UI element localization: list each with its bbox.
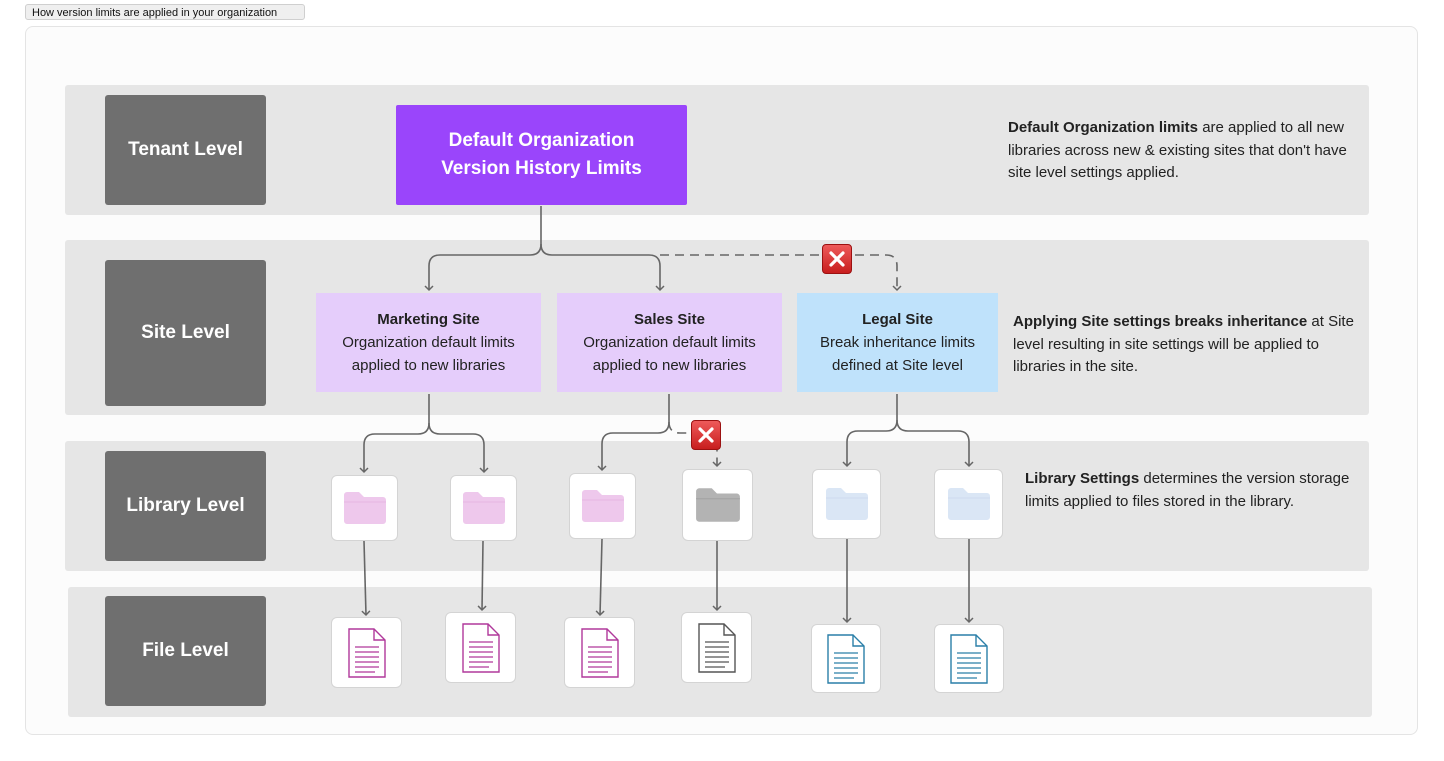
library-level-label: Library Level xyxy=(105,451,266,561)
library-description-bold: Library Settings xyxy=(1025,470,1140,487)
file-level-label: File Level xyxy=(105,596,266,706)
edge-legal-lib6 xyxy=(896,419,974,468)
root-line-2: Version History Limits xyxy=(441,158,642,179)
library-node xyxy=(331,475,398,541)
library-node xyxy=(450,475,517,541)
edge-root-sales xyxy=(540,243,665,292)
site-description-text: at Site level resulting in site settings… xyxy=(1013,313,1354,375)
library-node xyxy=(934,469,1003,539)
document-icon xyxy=(347,627,386,678)
folder-icon xyxy=(695,488,740,522)
sales-site-line-2: applied to new libraries xyxy=(592,357,747,374)
edge-sales-lib4-blocked xyxy=(668,421,722,468)
tenant-band xyxy=(65,85,1369,215)
marketing-site-line-1: Organization default limits xyxy=(342,334,515,351)
file-node xyxy=(934,624,1004,693)
legal-site-line-2: defined at Site level xyxy=(832,357,963,374)
edge-lib3-file3 xyxy=(595,538,605,617)
default-org-limits-box: Default Organization Version History Lim… xyxy=(396,105,687,205)
site-description-bold: Applying Site settings breaks inheritanc… xyxy=(1013,313,1308,330)
edge-root-legal-blocked xyxy=(660,254,902,292)
sales-site-line-1: Organization default limits xyxy=(583,334,756,351)
file-node xyxy=(811,624,881,693)
edge-lib2-file2 xyxy=(477,540,487,612)
file-node xyxy=(445,612,516,683)
folder-icon xyxy=(343,492,386,524)
document-icon xyxy=(461,622,500,673)
library-node xyxy=(812,469,881,539)
root-line-1: Default Organization xyxy=(448,130,635,151)
folder-icon xyxy=(581,490,624,522)
edge-marketing-lib1 xyxy=(359,394,430,474)
marketing-site-title: Marketing Site xyxy=(377,311,480,328)
file-node xyxy=(681,612,752,683)
site-description: Applying Site settings breaks inheritanc… xyxy=(1013,311,1358,379)
tenant-description-text: are applied to all new libraries across … xyxy=(1008,119,1347,181)
folder-icon xyxy=(947,488,990,520)
x-mark-icon xyxy=(822,244,852,274)
sales-site-title: Sales Site xyxy=(634,311,705,328)
legal-site-line-1: Break inheritance limits xyxy=(819,334,976,351)
tenant-description: Default Organization limits are applied … xyxy=(1008,117,1353,185)
document-icon xyxy=(827,633,865,684)
site-level-label: Site Level xyxy=(105,260,266,406)
tenant-description-bold: Default Organization limits xyxy=(1008,119,1199,136)
edge-sales-lib3 xyxy=(597,394,670,472)
edge-marketing-lib2 xyxy=(428,422,489,474)
file-node xyxy=(564,617,635,688)
folder-icon xyxy=(825,488,868,520)
marketing-site-line-2: applied to new libraries xyxy=(351,357,506,374)
marketing-site-box: Marketing Site Organization default limi… xyxy=(316,293,541,392)
document-icon xyxy=(950,633,988,684)
library-node xyxy=(569,473,636,539)
edge-root-marketing xyxy=(424,206,542,292)
library-description: Library Settings determines the version … xyxy=(1025,468,1365,513)
library-description-text: determines the version storage limits ap… xyxy=(1025,470,1350,510)
sales-site-box: Sales Site Organization default limits a… xyxy=(557,293,782,392)
library-node xyxy=(682,469,753,541)
legal-site-title: Legal Site xyxy=(862,311,933,328)
x-mark-icon xyxy=(691,420,721,450)
document-icon xyxy=(697,622,736,673)
legal-site-box: Legal Site Break inheritance limits defi… xyxy=(797,293,998,392)
edge-lib1-file1 xyxy=(361,540,371,617)
window-tab[interactable]: How version limits are applied in your o… xyxy=(25,4,305,20)
tenant-level-label: Tenant Level xyxy=(105,95,266,205)
file-node xyxy=(331,617,402,688)
edge-legal-lib5 xyxy=(842,394,898,468)
folder-icon xyxy=(462,492,505,524)
document-icon xyxy=(580,627,619,678)
